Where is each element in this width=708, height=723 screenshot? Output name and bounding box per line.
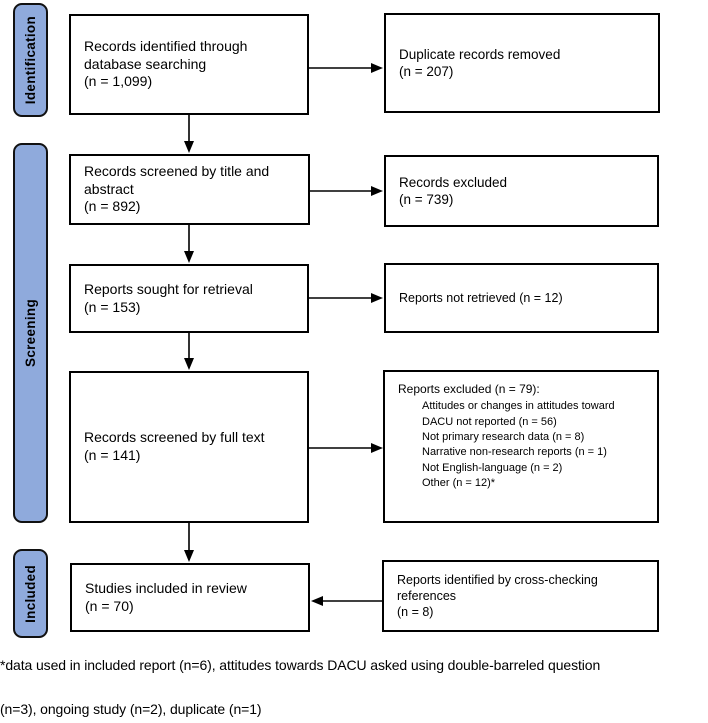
box-studies-included: Studies included in review (n = 70) (70, 563, 310, 632)
reports-excluded-reason: Attitudes or changes in attitudes toward… (422, 400, 615, 428)
stage-label-included-text: Included (23, 564, 38, 623)
stage-label-identification: Identification (13, 3, 48, 117)
arrow-retrieval-down (184, 333, 194, 370)
box-records-excluded-text: Records excluded (n = 739) (399, 174, 508, 207)
box-duplicates-removed-text: Duplicate records removed (n = 207) (399, 46, 561, 79)
reports-excluded-title: Reports excluded (n = 79): (398, 382, 540, 396)
box-records-identified-text: Records identified through database sear… (84, 37, 248, 90)
box-reports-not-retrieved: Reports not retrieved (n = 12) (384, 263, 659, 333)
stage-label-screening: Screening (13, 143, 48, 523)
footnote-line-2: (n=3), ongoing study (n=2), duplicate (n… (0, 701, 262, 717)
box-cross-checking-references-text: Reports identified by cross-checking ref… (397, 573, 598, 619)
box-reports-sought-retrieval: Reports sought for retrieval (n = 153) (69, 264, 309, 333)
arrow-full-text-down (184, 523, 194, 562)
arrow-retrieval-to-not-retrieved (309, 293, 383, 303)
box-records-excluded: Records excluded (n = 739) (384, 155, 659, 227)
arrow-identified-down (184, 115, 194, 153)
arrow-cross-checking-to-included (311, 596, 382, 606)
box-cross-checking-references: Reports identified by cross-checking ref… (382, 560, 659, 632)
stage-label-screening-text: Screening (23, 299, 38, 367)
reports-excluded-reason: Other (n = 12)* (422, 477, 496, 490)
arrow-title-abstract-to-excluded (310, 186, 383, 196)
reports-excluded-reason: Not English-language (n = 2) (422, 461, 563, 474)
reports-excluded-reason: Narrative non-research reports (n = 1) (422, 446, 607, 459)
reports-excluded-reason: Not primary research data (n = 8) (422, 430, 585, 443)
box-records-screened-title-abstract-text: Records screened by title and abstract (… (84, 162, 270, 215)
box-reports-excluded: Reports excluded (n = 79): Attitudes or … (383, 370, 659, 523)
box-reports-sought-retrieval-text: Reports sought for retrieval (n = 153) (84, 280, 253, 315)
arrow-title-abstract-down (184, 225, 194, 263)
box-duplicates-removed: Duplicate records removed (n = 207) (384, 13, 660, 113)
box-reports-not-retrieved-text: Reports not retrieved (n = 12) (399, 291, 563, 305)
arrow-full-text-to-reports-excluded (309, 443, 383, 453)
box-records-identified: Records identified through database sear… (69, 14, 309, 115)
box-records-screened-title-abstract: Records screened by title and abstract (… (69, 154, 310, 225)
arrow-identified-to-duplicates (309, 63, 383, 73)
footnote-line-1: *data used in included report (n=6), att… (0, 657, 601, 673)
box-records-screened-full-text-text: Records screened by full text (n = 141) (84, 429, 265, 463)
reports-excluded-reason-list: Attitudes or changes in attitudes toward… (398, 399, 653, 491)
box-studies-included-text: Studies included in review (n = 70) (85, 579, 247, 614)
stage-label-identification-text: Identification (23, 15, 38, 105)
box-records-screened-full-text: Records screened by full text (n = 141) (69, 371, 309, 523)
stage-label-included: Included (13, 549, 48, 638)
